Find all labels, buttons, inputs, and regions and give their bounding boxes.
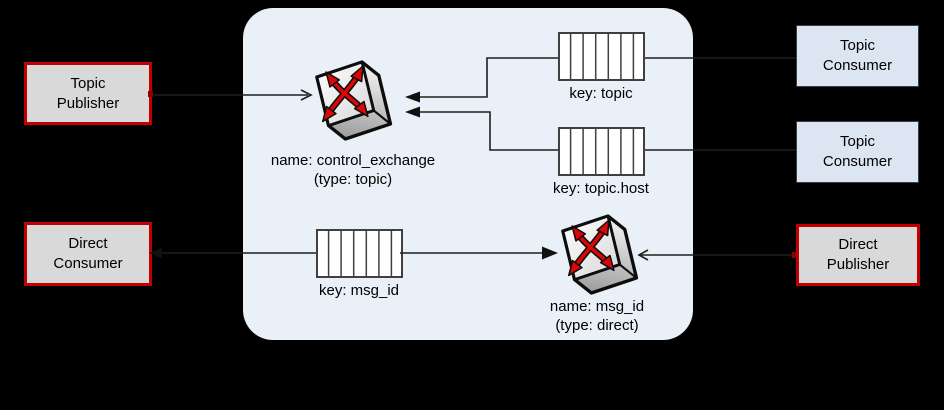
control-exchange-type: (type: topic) bbox=[313, 171, 393, 188]
control-exchange-name: name: control_exchange bbox=[270, 152, 436, 169]
topic-consumer-node-1: Topic Consumer bbox=[796, 25, 919, 87]
direct-publisher-label-line1: Direct bbox=[838, 236, 878, 253]
topic-consumer-2-label-line1: Topic bbox=[839, 133, 876, 150]
queue-msg-id-label: key: msg_id bbox=[318, 282, 400, 299]
topic-publisher-label-line2: Publisher bbox=[56, 94, 120, 112]
queue-topic-label: key: topic bbox=[569, 85, 633, 102]
topic-consumer-1-label-line2: Consumer bbox=[822, 57, 893, 74]
direct-exchange-icon bbox=[556, 206, 640, 298]
topic-consumer-1-label-line1: Topic bbox=[839, 37, 876, 54]
topic-publisher-node: Topic Publisher bbox=[24, 62, 152, 125]
queue-topic-icon bbox=[558, 32, 645, 81]
queue-topic-host-icon bbox=[558, 127, 645, 176]
queue-msg-id-icon bbox=[316, 229, 403, 278]
queue-topic-host-label: key: topic.host bbox=[553, 180, 649, 197]
topic-exchange-icon bbox=[310, 52, 394, 144]
direct-publisher-label-line2: Publisher bbox=[826, 256, 890, 273]
direct-exchange-label: name: msg_id (type: direct) bbox=[550, 297, 644, 335]
direct-consumer-label-line1: Direct bbox=[68, 235, 108, 252]
topic-consumer-node-2: Topic Consumer bbox=[796, 121, 919, 183]
direct-consumer-label-line2: Consumer bbox=[53, 255, 123, 272]
direct-consumer-node: Direct Consumer bbox=[24, 222, 152, 286]
control-exchange-label: name: control_exchange (type: topic) bbox=[271, 151, 435, 189]
direct-exchange-type: (type: direct) bbox=[555, 317, 639, 334]
topic-consumer-2-label-line2: Consumer bbox=[822, 153, 893, 170]
direct-exchange-name: name: msg_id bbox=[549, 298, 645, 315]
direct-publisher-node: Direct Publisher bbox=[796, 224, 920, 286]
topic-publisher-label-line1: Topic bbox=[70, 74, 106, 92]
